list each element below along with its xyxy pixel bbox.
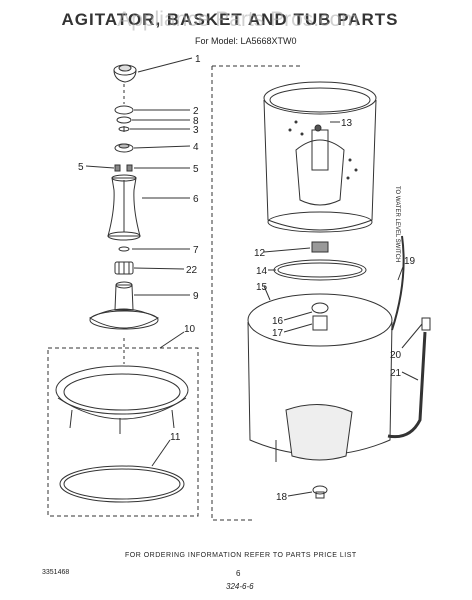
- ordering-note: FOR ORDERING INFORMATION REFER TO PARTS …: [125, 552, 357, 559]
- callout-20: 20: [390, 350, 402, 361]
- callout-10: 10: [184, 324, 196, 335]
- callout-8: 8: [193, 116, 199, 127]
- callout-16: 16: [272, 316, 284, 327]
- callout-14: 14: [256, 266, 268, 277]
- callout-5-right: 5: [193, 164, 199, 175]
- part-18: [312, 485, 328, 499]
- callout-1: 1: [195, 54, 201, 65]
- callout-4: 4: [193, 142, 199, 153]
- callout-22: 22: [186, 265, 198, 276]
- basket-ring-part: [273, 259, 367, 281]
- water-level-switch-label: TO WATER LEVEL SWITCH: [394, 186, 400, 262]
- callout-5-left: 5: [78, 162, 84, 173]
- part-7: [118, 246, 130, 252]
- part-8: [116, 116, 132, 124]
- document-number: 3351468: [42, 569, 70, 576]
- callout-9: 9: [193, 291, 199, 302]
- part-3: [118, 126, 130, 132]
- callout-17: 17: [272, 328, 284, 339]
- callout-21: 21: [390, 368, 402, 379]
- wash-basket-part: [263, 81, 377, 253]
- page-number: 6: [236, 569, 241, 578]
- callout-19: 19: [404, 256, 416, 267]
- part-5: [114, 164, 133, 172]
- tub-gasket-part: [59, 465, 185, 503]
- watermark: Appliance Parts Pros.com: [117, 8, 359, 31]
- part-4: [114, 143, 134, 153]
- callout-11: 11: [170, 432, 181, 443]
- outer-tub-part: [247, 293, 393, 462]
- agitator-base-part: [88, 281, 160, 330]
- callout-15: 15: [256, 282, 268, 293]
- model-label: For Model: LA5668XTW0: [195, 36, 297, 46]
- tub-ring-part: [55, 365, 189, 434]
- agitator-cap-part: [113, 64, 137, 83]
- handwritten-note: 324-6-6: [226, 582, 254, 591]
- agitator-barrel-part: [107, 174, 141, 241]
- diagram-title: AGITATOR, BASKET AND TUB PARTS: [61, 10, 399, 29]
- part-22: [114, 261, 134, 275]
- part-2: [114, 105, 134, 115]
- callout-6: 6: [193, 194, 199, 205]
- callout-numbers: 1 2 8 3 4 5 5 6 7 22 9 10 11 13 12 14 15…: [78, 54, 416, 503]
- callout-18: 18: [276, 492, 288, 503]
- callout-2: 2: [193, 106, 199, 117]
- callout-12: 12: [254, 248, 266, 259]
- callout-3: 3: [193, 125, 199, 136]
- ring-group-box: [47, 347, 199, 517]
- level-hose-part: [391, 235, 405, 331]
- hub-part: [311, 302, 329, 331]
- callout-7: 7: [193, 245, 199, 256]
- callout-13: 13: [341, 118, 353, 129]
